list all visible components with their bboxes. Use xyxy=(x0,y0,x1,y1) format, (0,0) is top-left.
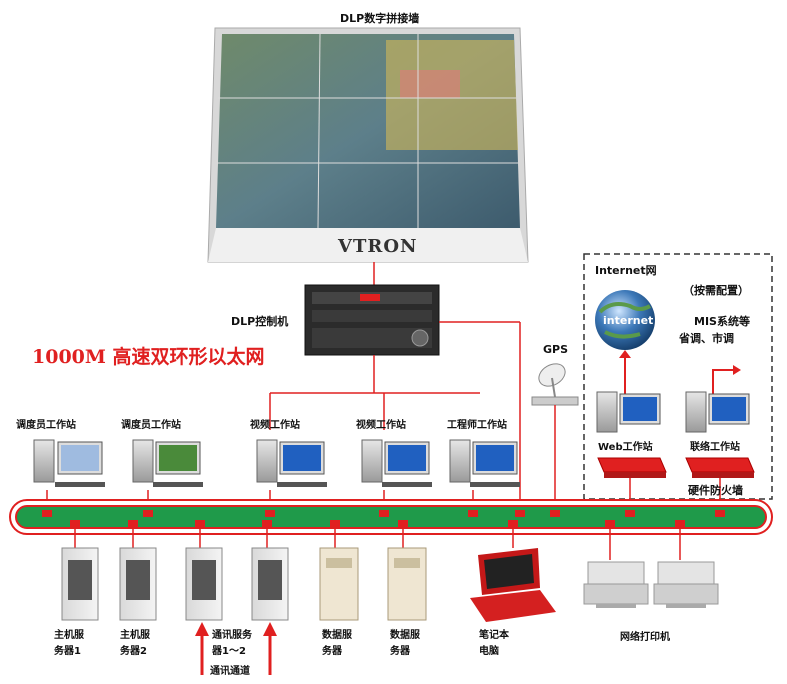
optional-label: （按需配置） xyxy=(683,284,749,297)
controller-label: DLP控制机 xyxy=(231,315,289,328)
node-label: 数据服 xyxy=(390,630,420,641)
server xyxy=(119,547,157,621)
laptop xyxy=(470,548,556,622)
node-label: 务器 xyxy=(390,646,410,657)
node-label: 调度员工作站 xyxy=(16,420,76,431)
internet-globe xyxy=(595,290,655,350)
node-label: 务器2 xyxy=(120,646,147,657)
workstation xyxy=(33,439,105,487)
printer xyxy=(583,561,649,608)
firewall-1 xyxy=(597,457,667,478)
workstation xyxy=(132,439,203,487)
node-label: 主机服 xyxy=(54,630,84,641)
node-label: Web工作站 xyxy=(598,442,653,453)
node-label: 器1～2 xyxy=(212,646,246,657)
node-label: 主机服 xyxy=(120,630,150,641)
server xyxy=(387,547,427,621)
firewall-label: 硬件防火墙 xyxy=(688,484,743,497)
comm-channel-arrows xyxy=(195,622,277,675)
node-label: 调度员工作站 xyxy=(121,420,181,431)
firewall-2 xyxy=(685,457,755,478)
network-ring xyxy=(9,499,773,535)
server xyxy=(61,547,99,621)
node-label: 电脑 xyxy=(479,646,499,657)
server xyxy=(251,547,289,621)
node-label: 联络工作站 xyxy=(690,442,740,453)
mis-line1: MIS系统等 xyxy=(694,315,750,328)
node-label: 网络打印机 xyxy=(620,632,670,643)
internet-label: Internet网 xyxy=(595,264,657,277)
printer xyxy=(653,561,719,608)
workstation xyxy=(685,391,750,433)
network-title: 1000M 高速双环形以太网 xyxy=(32,346,265,368)
server xyxy=(319,547,359,621)
node-label: 数据服 xyxy=(322,630,352,641)
gps-dish xyxy=(531,363,579,406)
workstation xyxy=(596,391,661,433)
node-label: 务器1 xyxy=(54,646,81,657)
server xyxy=(185,547,223,621)
dlp-wall xyxy=(207,27,529,263)
workstation xyxy=(361,439,432,487)
optional-zone xyxy=(583,253,773,500)
node-label: 务器 xyxy=(322,646,342,657)
node-label: 笔记本 xyxy=(479,630,509,641)
node-label: 视频工作站 xyxy=(356,420,406,431)
node-label: 工程师工作站 xyxy=(447,420,507,431)
workstation xyxy=(256,439,327,487)
workstation xyxy=(449,439,520,487)
node-label: 视频工作站 xyxy=(250,420,300,431)
wall-brand: VTRON xyxy=(338,236,418,257)
globe-text: internet xyxy=(603,314,654,327)
dlp-controller xyxy=(304,284,440,356)
gps-label: GPS xyxy=(543,343,569,356)
mis-line2: 省调、市调 xyxy=(679,332,734,345)
wall-title: DLP数字拼接墙 xyxy=(340,12,420,25)
node-label: 通讯服务 xyxy=(212,630,252,641)
comm-channel-label: 通讯通道 xyxy=(210,666,250,677)
